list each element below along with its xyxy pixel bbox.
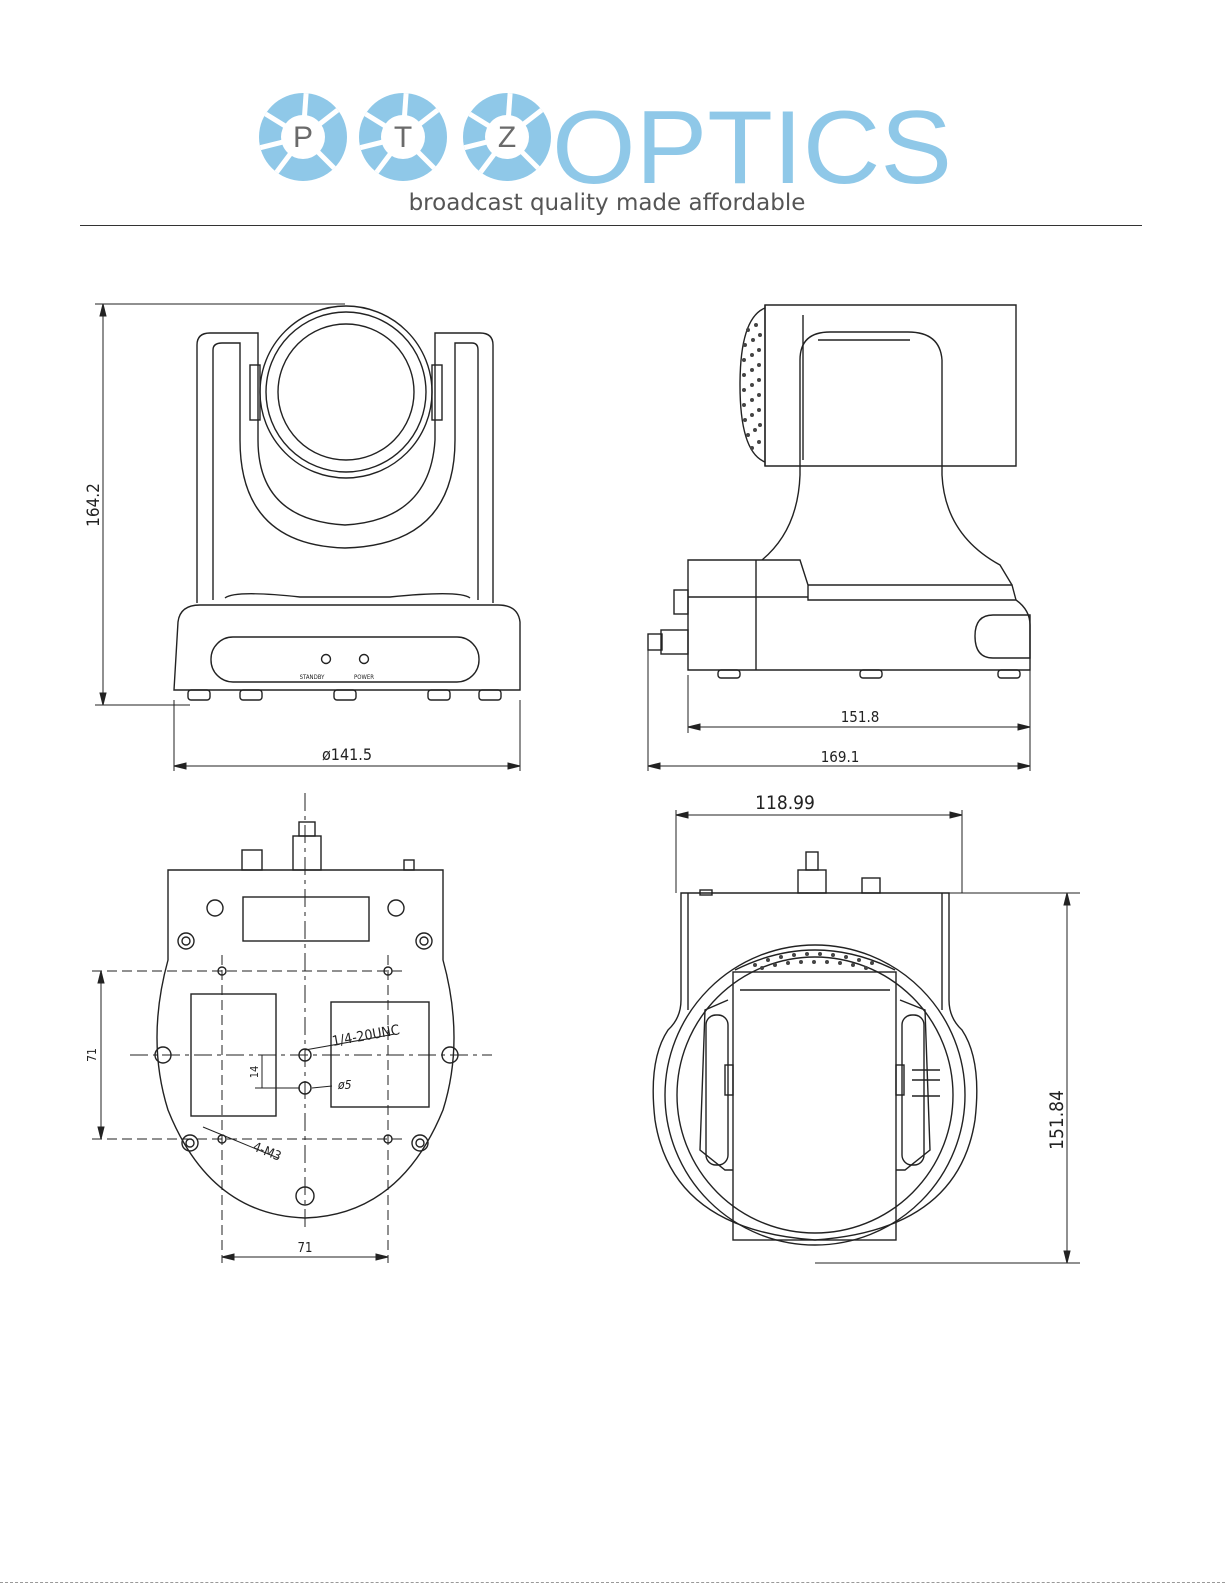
- thread-label: 1/4-20UNC: [331, 1022, 401, 1050]
- rear-view: [653, 852, 977, 1245]
- power-label: POWER: [354, 674, 374, 681]
- front-width-label: ø141.5: [322, 745, 372, 764]
- standby-label: STANDBY: [300, 674, 326, 681]
- led-panel: [211, 637, 479, 682]
- bottom-horizontal-label: 71: [298, 1241, 313, 1256]
- front-dimensions: [95, 304, 520, 771]
- rear-height-label: 151.84: [1046, 1090, 1068, 1150]
- side-base-label: 151.8: [841, 708, 880, 726]
- front-view: [174, 306, 520, 700]
- offset-label: 14: [248, 1066, 261, 1079]
- page-edge-dashes: [0, 1582, 1225, 1583]
- standby-led: [322, 655, 331, 664]
- pin-diameter-label: ø5: [337, 1078, 352, 1092]
- power-led: [360, 655, 369, 664]
- bottom-dimensions: [92, 793, 492, 1263]
- side-total-label: 169.1: [821, 748, 860, 766]
- bottom-view: [155, 822, 458, 1218]
- screw-label: 4-M3: [251, 1140, 284, 1165]
- side-view: [648, 305, 1030, 678]
- front-height-label: 164.2: [84, 483, 104, 527]
- lens-outer: [260, 306, 432, 478]
- rear-width-label: 118.99: [755, 792, 815, 814]
- bottom-vertical-label: 71: [85, 1048, 99, 1062]
